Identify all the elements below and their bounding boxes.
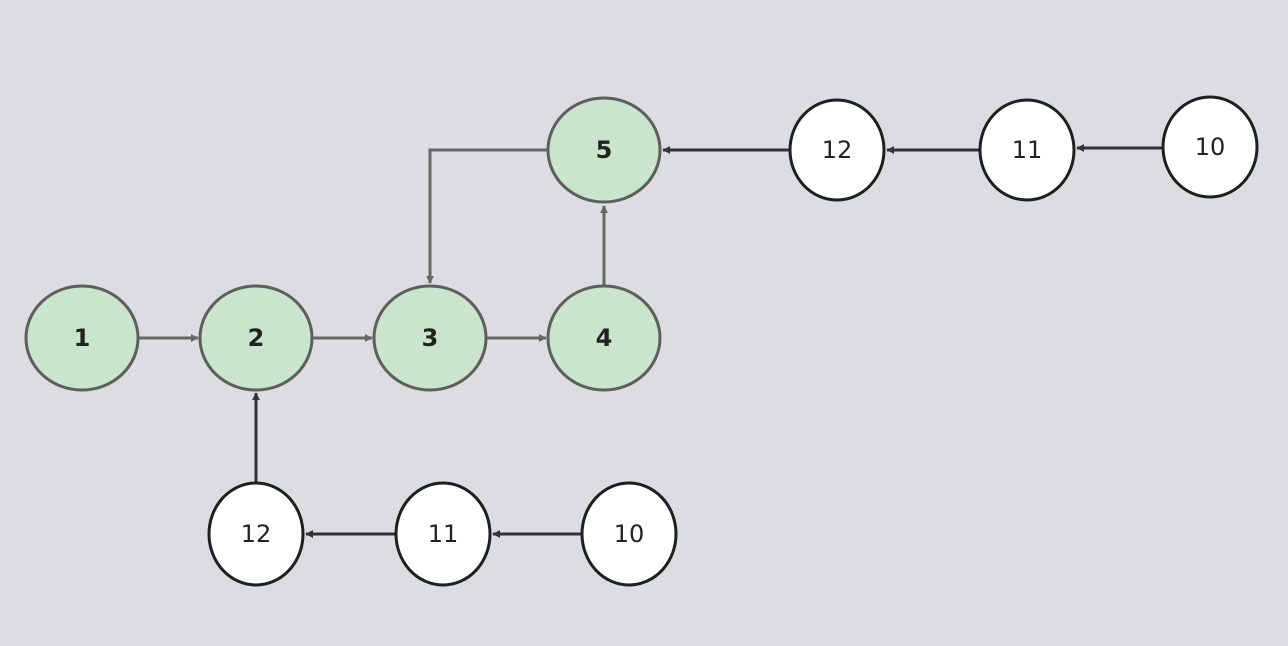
node-label: 12 (241, 520, 272, 548)
node-n2: 2 (198, 284, 314, 392)
node-circle (1161, 95, 1259, 199)
node-t10: 10 (1161, 95, 1259, 199)
edges-layer (138, 144, 1163, 538)
node-circle (978, 98, 1076, 202)
node-label: 11 (428, 520, 459, 548)
node-b10: 10 (580, 481, 678, 587)
node-circle (546, 284, 662, 392)
node-n5: 5 (546, 96, 662, 204)
node-label: 10 (1195, 133, 1226, 161)
node-n4: 4 (546, 284, 662, 392)
node-circle (788, 98, 886, 202)
node-label: 5 (596, 136, 613, 164)
node-circle (580, 481, 678, 587)
node-b12: 12 (207, 481, 305, 587)
edge-n5-to-n3 (426, 148, 548, 284)
node-label: 12 (822, 136, 853, 164)
node-circle (207, 481, 305, 587)
node-n3: 3 (372, 284, 488, 392)
node-label: 10 (614, 520, 645, 548)
node-label: 4 (596, 324, 613, 352)
node-circle (372, 284, 488, 392)
node-t12: 12 (788, 98, 886, 202)
node-n1: 1 (24, 284, 140, 392)
node-label: 3 (422, 324, 439, 352)
node-label: 2 (248, 324, 265, 352)
node-label: 1 (74, 324, 91, 352)
node-circle (546, 96, 662, 204)
node-b11: 11 (394, 481, 492, 587)
node-circle (24, 284, 140, 392)
node-t11: 11 (978, 98, 1076, 202)
node-circle (394, 481, 492, 587)
node-circle (198, 284, 314, 392)
node-label: 11 (1012, 136, 1043, 164)
